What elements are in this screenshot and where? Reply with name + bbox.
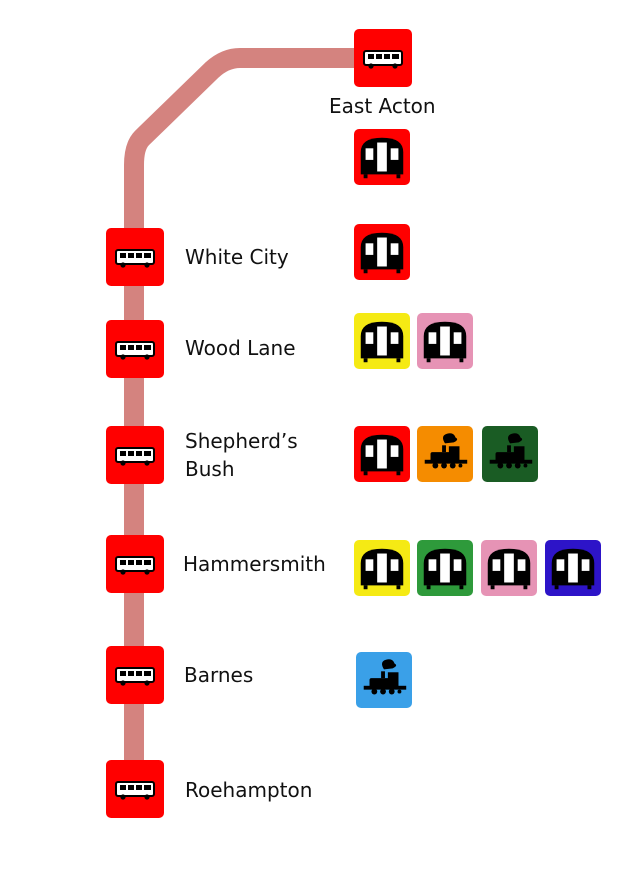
connection-hammersmith-3[interactable] (481, 540, 537, 596)
bus-stop-barnes[interactable] (106, 646, 164, 704)
connection-barnes-1[interactable] (356, 652, 412, 708)
tube-icon (417, 540, 473, 596)
bus-stop-east-acton[interactable] (354, 29, 412, 87)
bus-icon (106, 426, 164, 484)
train-icon (482, 426, 538, 482)
stop-name-shepherds-bush: Shepherd’s Bush (185, 429, 298, 481)
connection-white-city-1[interactable] (354, 224, 410, 280)
bus-stop-roehampton[interactable] (106, 760, 164, 818)
tube-icon (354, 426, 410, 482)
stop-name-barnes: Barnes (184, 663, 254, 687)
bus-icon (106, 760, 164, 818)
tube-icon (354, 224, 410, 280)
tube-icon (354, 313, 410, 369)
connection-hammersmith-4[interactable] (545, 540, 601, 596)
connection-shepherds-bush-2[interactable] (417, 426, 473, 482)
connection-shepherds-bush-3[interactable] (482, 426, 538, 482)
connection-wood-lane-1[interactable] (354, 313, 410, 369)
bus-stop-white-city[interactable] (106, 228, 164, 286)
bus-icon (106, 646, 164, 704)
tube-icon (481, 540, 537, 596)
tube-icon (354, 129, 410, 185)
stop-name-hammersmith: Hammersmith (183, 552, 326, 576)
connection-hammersmith-1[interactable] (354, 540, 410, 596)
connection-shepherds-bush-1[interactable] (354, 426, 410, 482)
train-icon (356, 652, 412, 708)
connection-east-acton-1[interactable] (354, 129, 410, 185)
tube-icon (545, 540, 601, 596)
bus-stop-shepherds-bush[interactable] (106, 426, 164, 484)
stop-name-wood-lane: Wood Lane (185, 336, 296, 360)
tube-icon (354, 540, 410, 596)
stop-name-white-city: White City (185, 245, 289, 269)
bus-route-line (124, 48, 383, 788)
connection-wood-lane-2[interactable] (417, 313, 473, 369)
connection-hammersmith-2[interactable] (417, 540, 473, 596)
train-icon (417, 426, 473, 482)
stop-name-roehampton: Roehampton (185, 778, 313, 802)
bus-icon (354, 29, 412, 87)
bus-stop-wood-lane[interactable] (106, 320, 164, 378)
bus-icon (106, 228, 164, 286)
tube-icon (417, 313, 473, 369)
bus-icon (106, 320, 164, 378)
bus-icon (106, 535, 164, 593)
bus-stop-hammersmith[interactable] (106, 535, 164, 593)
stop-name-east-acton: East Acton (329, 94, 436, 118)
